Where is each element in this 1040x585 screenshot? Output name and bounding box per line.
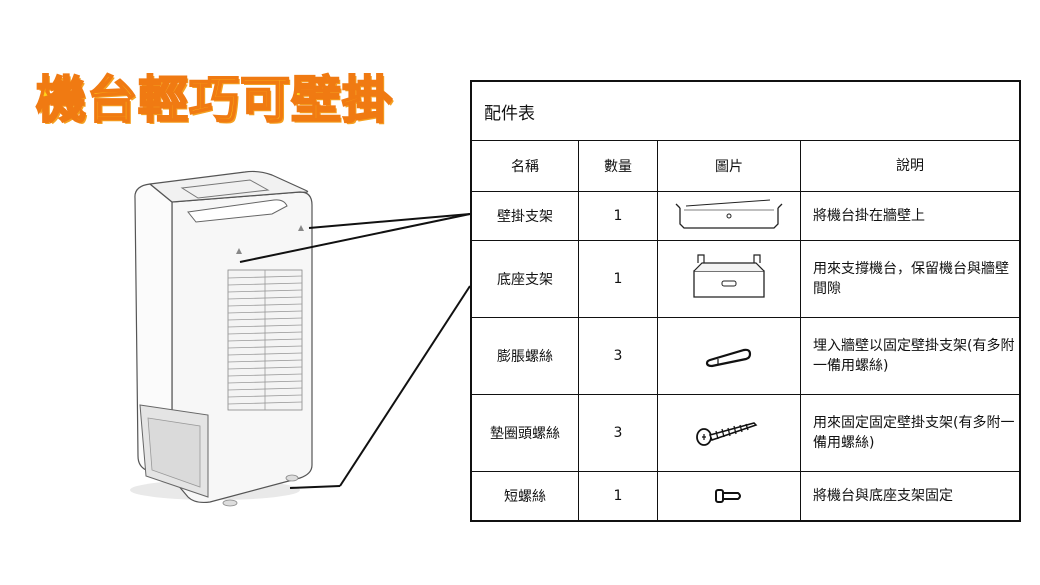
part-desc: 將機台與底座支架固定: [800, 471, 1021, 522]
header-picture: 圖片: [657, 140, 801, 192]
wall-bracket-icon: [675, 199, 783, 229]
part-name: 短螺絲: [470, 471, 579, 522]
part-name: 底座支架: [470, 240, 579, 318]
part-qty: 3: [578, 317, 658, 395]
header-name: 名稱: [470, 140, 579, 192]
part-qty: 1: [578, 240, 658, 318]
table-row: 底座支架 1 用來支撐機台，保留機台與牆壁間隙: [470, 240, 1021, 318]
table-row: 墊圈頭螺絲 3 用來固定固定壁掛支架(有多附一備用螺絲): [470, 394, 1021, 472]
part-qty: 1: [578, 471, 658, 522]
part-desc: 用來固定固定壁掛支架(有多附一備用螺絲): [800, 394, 1021, 472]
part-name: 墊圈頭螺絲: [470, 394, 579, 472]
part-desc: 埋入牆壁以固定壁掛支架(有多附一備用螺絲): [800, 317, 1021, 395]
headline: 機台輕巧可壁掛: [35, 70, 393, 130]
header-desc: 說明: [800, 140, 1021, 192]
table-row: 短螺絲 1 將機台與底座支架固定: [470, 471, 1021, 522]
base-bracket-icon: [693, 254, 765, 298]
part-picture: [657, 394, 801, 472]
washer-screw-icon: [696, 422, 758, 446]
parts-table: 配件表 名稱 數量 圖片 說明 壁掛支架 1 將機台掛在牆壁上 底座支架 1: [470, 80, 1021, 522]
part-picture: [657, 317, 801, 395]
part-qty: 3: [578, 394, 658, 472]
short-screw-icon: [715, 489, 741, 503]
part-qty: 1: [578, 191, 658, 241]
table-row: 膨脹螺絲 3 埋入牆壁以固定壁掛支架(有多附一備用螺絲): [470, 317, 1021, 395]
table-caption: 配件表: [470, 80, 1021, 141]
part-desc: 將機台掛在牆壁上: [800, 191, 1021, 241]
anchor-plug-icon: [705, 348, 752, 368]
table-row: 壁掛支架 1 將機台掛在牆壁上: [470, 191, 1021, 241]
part-name: 膨脹螺絲: [470, 317, 579, 395]
header-row: 名稱 數量 圖片 說明: [470, 140, 1021, 192]
part-picture: [657, 191, 801, 241]
part-picture: [657, 240, 801, 318]
part-desc: 用來支撐機台，保留機台與牆壁間隙: [800, 240, 1021, 318]
part-name: 壁掛支架: [470, 191, 579, 241]
part-picture: [657, 471, 801, 522]
header-qty: 數量: [578, 140, 658, 192]
